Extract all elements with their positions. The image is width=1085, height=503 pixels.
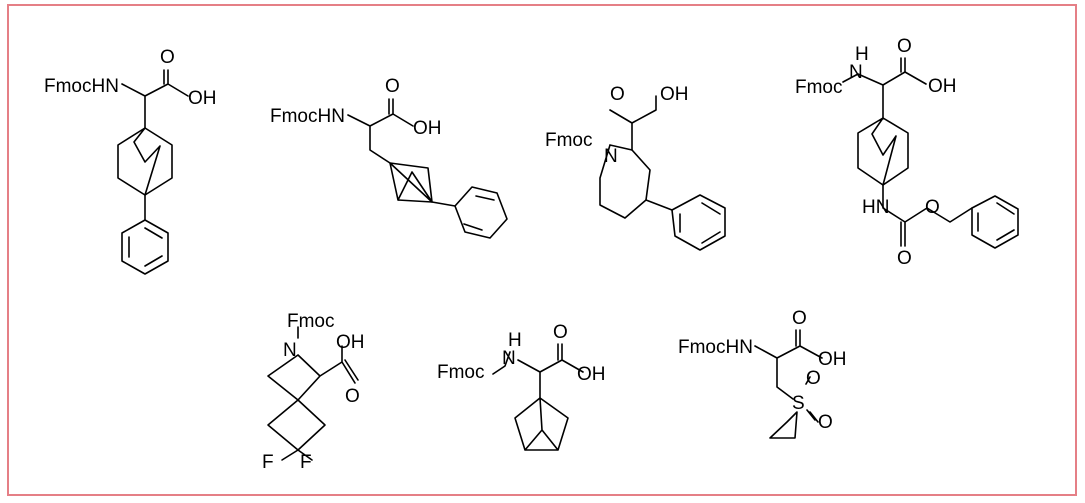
molecule-4: H N Fmoc O OH HN O O bbox=[795, 36, 1019, 269]
atom-oh: OH bbox=[818, 349, 847, 370]
atom-f2: F bbox=[300, 452, 312, 473]
atom-oh: OH bbox=[660, 84, 689, 105]
atom-fmoc: Fmoc bbox=[437, 362, 485, 383]
atom-n: N bbox=[283, 340, 297, 361]
atom-h: H bbox=[508, 330, 522, 351]
atom-o-carbonyl: O bbox=[610, 84, 625, 105]
atom-oh: OH bbox=[928, 76, 957, 97]
atom-oh: OH bbox=[413, 118, 442, 139]
atom-o-carbonyl: O bbox=[160, 47, 175, 68]
atom-o-carbonyl: O bbox=[792, 308, 807, 329]
atom-oh: OH bbox=[577, 364, 606, 385]
molecule-5: Fmoc N OH O F F bbox=[262, 311, 365, 473]
molecule-1: FmocHN O OH bbox=[44, 47, 217, 275]
atom-fmoc: Fmoc bbox=[545, 130, 593, 151]
atom-fmochn: FmocHN bbox=[678, 337, 753, 358]
atom-oh: OH bbox=[188, 88, 217, 109]
atom-n: N bbox=[849, 62, 863, 83]
figure-frame bbox=[7, 4, 1077, 496]
atom-o-carbonyl: O bbox=[345, 386, 360, 407]
atom-o-carbonyl: O bbox=[553, 322, 568, 343]
molecule-2: FmocHN O OH bbox=[270, 76, 508, 239]
molecule-7: FmocHN O OH O S O bbox=[678, 308, 847, 439]
atom-o-carbamate: O bbox=[897, 248, 912, 269]
atom-fmochn: FmocHN bbox=[270, 106, 345, 127]
atom-fmochn: FmocHN bbox=[44, 76, 119, 97]
atom-o-sulfonyl-2: O bbox=[818, 412, 833, 433]
atom-o-carbonyl: O bbox=[385, 76, 400, 97]
atom-n: N bbox=[502, 348, 516, 369]
atom-fmoc: Fmoc bbox=[795, 77, 843, 98]
molecule-3: O OH Fmoc N bbox=[545, 84, 726, 251]
atom-fmoc: Fmoc bbox=[287, 311, 335, 332]
atom-h: H bbox=[855, 44, 869, 65]
atom-o-ester: O bbox=[925, 197, 940, 218]
atom-hn: HN bbox=[862, 197, 889, 218]
atom-n: N bbox=[604, 146, 618, 167]
atom-o-sulfonyl-1: O bbox=[806, 368, 821, 389]
atom-oh: OH bbox=[336, 332, 365, 353]
atom-s: S bbox=[792, 393, 805, 414]
atom-f1: F bbox=[262, 452, 274, 473]
molecule-6: H N Fmoc O OH bbox=[437, 322, 606, 451]
atom-o-carbonyl: O bbox=[897, 36, 912, 57]
